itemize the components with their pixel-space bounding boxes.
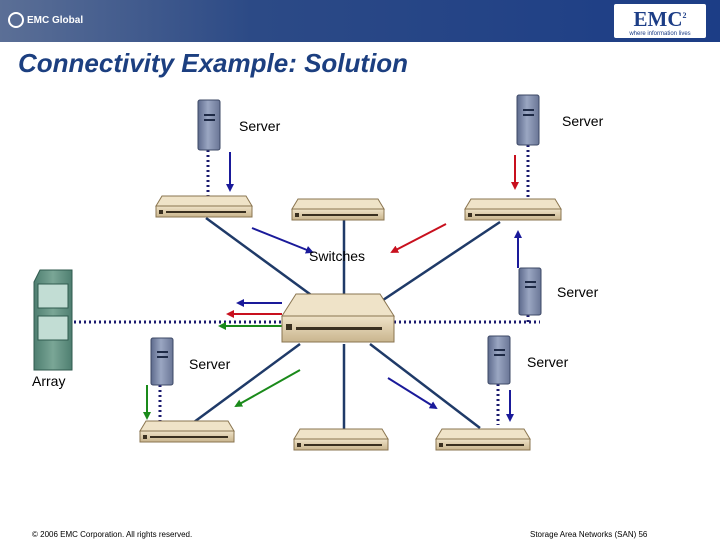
arrow-red-diag-switches [390,223,447,253]
emc-logo-word: EMC2 [633,7,687,31]
server-icon-top-left [197,99,221,151]
switch-icon-bottom-right [435,428,531,451]
label-array: Array [32,373,66,389]
label-server-top-left: Server [239,118,281,134]
label-server-top-right: Server [562,113,604,129]
server-icon-mid-right [518,267,542,316]
emc-logo-tagline: where information lives [629,31,691,37]
label-server-bottom-right: Server [527,354,569,370]
arrow-blue-diag-switches [251,227,314,254]
emc-logo: EMC2 where information lives [614,4,706,38]
switch-icon-top-left [155,195,253,218]
arrow-green-diag-bottom-left [234,369,301,407]
link-top-left [205,216,319,302]
server-icon-top-right [516,94,540,146]
label-server-mid-right: Server [557,284,599,300]
flow-arrows [143,152,522,422]
label-server-bottom-left: Server [189,356,231,372]
switch-icon-bottom-left [139,420,235,443]
dotted-links [74,145,540,425]
server-icon-bottom-right [487,335,511,385]
header-bar: EMC Global Education EMC2 where informat… [0,0,720,60]
link-top-right [379,220,501,304]
footer-copyright: © 2006 EMC Corporation. All rights reser… [32,530,193,539]
slide-title: Connectivity Example: Solution [18,48,409,78]
emc-global-education-logo: EMC Global Education [8,4,108,60]
label-switches: Switches [309,248,366,264]
switch-icon-bottom-mid [293,428,389,451]
switch-icon-top-right [464,198,562,221]
link-bottom-right [369,343,481,429]
arrow-blue-diag-bottom-right [387,377,438,410]
fabric-links [189,216,501,430]
globe-icon [8,12,24,29]
server-icon-bottom-left [150,337,174,386]
footer-course-page: Storage Area Networks (SAN) 56 [530,530,648,539]
switch-icon-top-mid [291,198,385,221]
storage-array-icon [33,269,73,371]
link-bottom-left [189,342,301,427]
core-switch-icon [281,293,395,343]
left-logo-text: EMC Global Education [8,15,84,60]
